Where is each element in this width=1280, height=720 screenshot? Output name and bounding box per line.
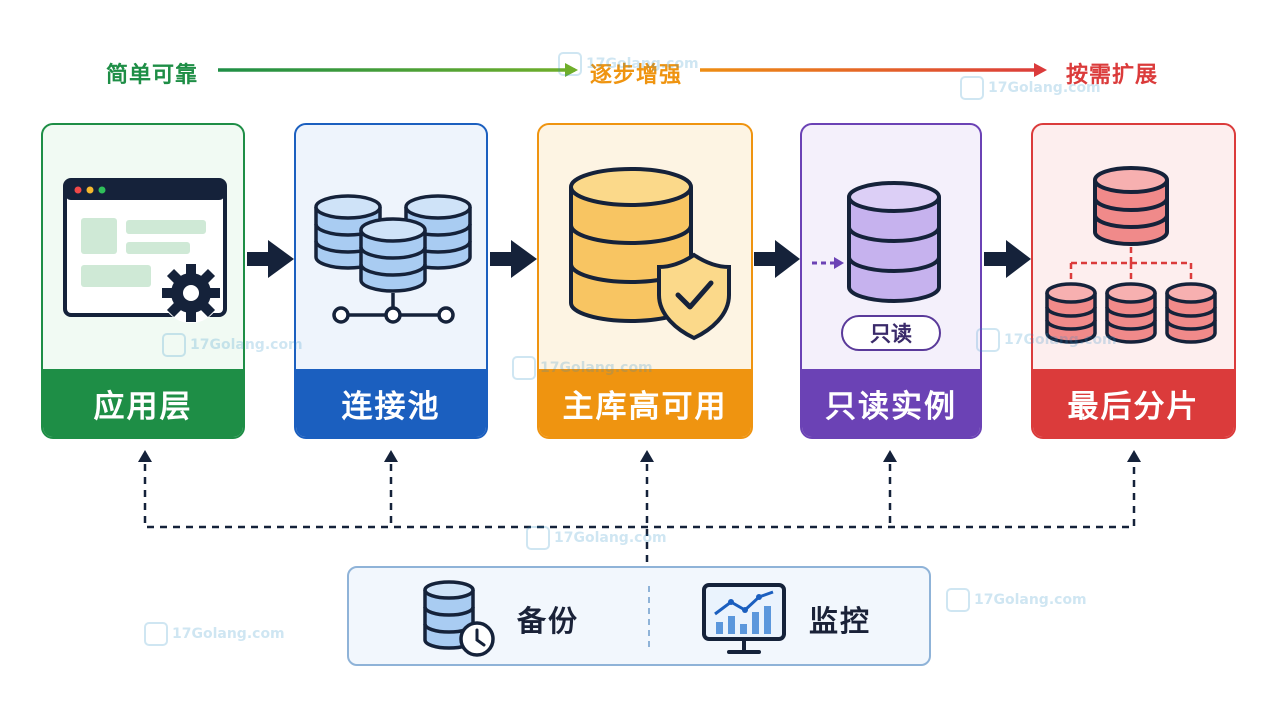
card-connection-pool: 连接池: [294, 123, 488, 439]
backup-database-icon: [423, 580, 495, 657]
database-shield-icon: [569, 167, 731, 341]
watermark-logo-icon: [946, 588, 970, 612]
watermark: 17Golang.com: [946, 588, 1087, 612]
flow-arrow-icon: [754, 240, 800, 278]
watermark-logo-icon: [144, 622, 168, 646]
support-panel: 备份 监控: [347, 566, 931, 666]
monitor-label: 监控: [809, 604, 872, 638]
card-sharding: 最后分片: [1031, 123, 1236, 439]
watermark-logo-icon: [162, 333, 186, 357]
watermark: 17Golang.com: [526, 526, 667, 550]
support-panel-graphics: [648, 586, 650, 652]
monitor-chart-icon: [702, 583, 786, 654]
database-cluster-icon: [314, 194, 472, 324]
flow-arrow-icon: [984, 240, 1031, 278]
card-primary-ha: 主库高可用: [537, 123, 753, 439]
watermark: 17Golang.com: [162, 333, 303, 357]
watermark-logo-icon: [558, 52, 582, 76]
shard-tree-icon: [1045, 166, 1217, 344]
watermark: 17Golang.com: [144, 622, 285, 646]
readonly-badge: 只读: [841, 315, 941, 351]
watermark: 17Golang.com: [558, 52, 699, 76]
watermark-logo-icon: [526, 526, 550, 550]
replica-database-icon: [812, 181, 941, 303]
watermark: 17Golang.com: [512, 356, 653, 380]
watermark: 17Golang.com: [976, 328, 1117, 352]
card-label: 连接池: [296, 369, 486, 437]
watermark-logo-icon: [512, 356, 536, 380]
stage-label-simple: 简单可靠: [106, 63, 199, 88]
stage-label-enhance: 逐步增强: [590, 63, 683, 88]
progression-arrow: [218, 63, 1047, 77]
stage-label-scale: 按需扩展: [1066, 63, 1159, 88]
card-read-replica: 只读 只读实例: [800, 123, 982, 439]
card-label: 最后分片: [1033, 369, 1234, 437]
card-label: 只读实例: [802, 369, 980, 437]
flow-arrow-icon: [247, 240, 294, 278]
flow-arrow-icon: [490, 240, 537, 278]
watermark-logo-icon: [960, 76, 984, 100]
card-label: 应用层: [43, 369, 243, 437]
backup-label: 备份: [517, 604, 580, 638]
watermark: 17Golang.com: [960, 76, 1101, 100]
app-window-gear-icon: [63, 178, 227, 323]
card-app-layer: 应用层: [41, 123, 245, 439]
card-label: 主库高可用: [539, 369, 751, 437]
watermark-logo-icon: [976, 328, 1000, 352]
